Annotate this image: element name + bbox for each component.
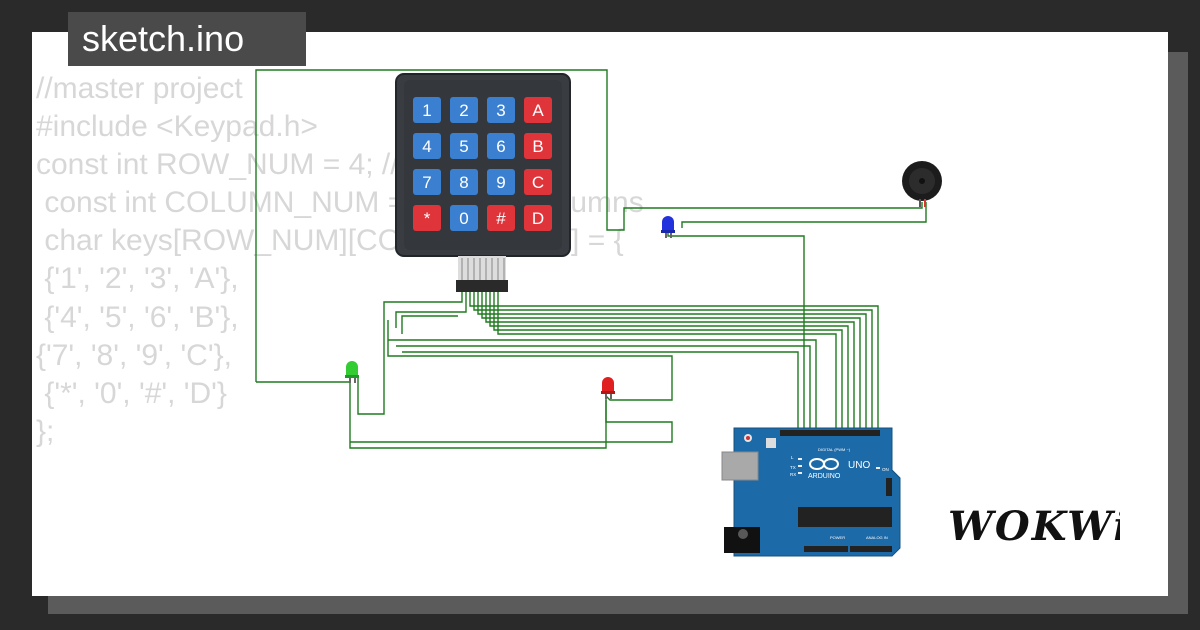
keypad-key-label: 0 xyxy=(459,209,468,228)
led-blue xyxy=(661,216,675,238)
keypad-key-#: # xyxy=(487,205,515,231)
rx-label: RX xyxy=(790,472,796,477)
on-led-label: ON xyxy=(882,467,889,472)
keypad-key-label: B xyxy=(532,137,543,156)
keypad-key-label: 4 xyxy=(422,137,431,156)
keypad-key-D: D xyxy=(524,205,552,231)
code-line: }; xyxy=(36,414,55,448)
analog-header-label: ANALOG IN xyxy=(866,535,888,540)
keypad-key-0: 0 xyxy=(450,205,478,231)
keypad-key-label: 6 xyxy=(496,137,505,156)
keypad-key-B: B xyxy=(524,133,552,159)
arduino-infinity-logo xyxy=(809,458,839,470)
keypad-key-label: A xyxy=(532,101,544,120)
keypad-key-8: 8 xyxy=(450,169,478,195)
code-preview: //master project #include <Keypad.h> const… xyxy=(36,70,644,451)
led-red xyxy=(601,377,615,399)
keypad-key-C: C xyxy=(524,169,552,195)
arduino-model-text: UNO xyxy=(848,460,870,471)
keypad-key-9: 9 xyxy=(487,169,515,195)
digital-header-label: DIGITAL (PWM ~) xyxy=(818,447,851,452)
code-line: const int ROW_NUM = 4; //four rows xyxy=(36,148,522,182)
keypad-key-7: 7 xyxy=(413,169,441,195)
keypad-key-label: 2 xyxy=(459,101,468,120)
keypad-key-label: 7 xyxy=(422,173,431,192)
l-led-label: L xyxy=(791,455,794,460)
wokwi-logo: WOKWi xyxy=(948,503,1120,550)
keypad-connector xyxy=(456,256,508,292)
code-line: {'*', '0', '#', 'D'} xyxy=(36,376,227,410)
tx-label: TX xyxy=(790,465,796,470)
code-line: //master project xyxy=(36,72,243,105)
keypad-key-A: A xyxy=(524,97,552,123)
keypad-key-label: D xyxy=(532,209,544,228)
wires xyxy=(255,69,927,449)
code-line: #include <Keypad.h> xyxy=(36,110,318,144)
keypad-key-label: 8 xyxy=(459,173,468,192)
code-line: {'4', '5', '6', 'B'}, xyxy=(36,300,239,334)
keypad-4x4: 1 2 3 A 4 5 6 B 7 8 9 C * 0 # D xyxy=(395,73,571,292)
buzzer xyxy=(902,161,942,207)
code-line: {'7', '8', '9', 'C'}, xyxy=(36,338,232,372)
keypad-key-2: 2 xyxy=(450,97,478,123)
keypad-key-label: 5 xyxy=(459,137,468,156)
keypad-key-6: 6 xyxy=(487,133,515,159)
keypad-key-1: 1 xyxy=(413,97,441,123)
sketch-tab-title: sketch.ino xyxy=(68,12,306,66)
arduino-uno-board: ARDUINO UNO DIGITAL (PWM ~) POWER ANALOG… xyxy=(721,427,901,557)
code-line: {'1', '2', '3', 'A'}, xyxy=(36,262,239,296)
keypad-key-*: * xyxy=(413,205,441,231)
keypad-key-5: 5 xyxy=(450,133,478,159)
keypad-keys: 1 2 3 A 4 5 6 B 7 8 9 C * 0 # D xyxy=(413,97,552,231)
keypad-key-label: * xyxy=(424,209,431,228)
keypad-key-3: 3 xyxy=(487,97,515,123)
led-green xyxy=(345,361,359,383)
power-header-label: POWER xyxy=(830,535,845,540)
keypad-key-4: 4 xyxy=(413,133,441,159)
arduino-brand-text: ARDUINO xyxy=(808,473,841,480)
wokwi-logo-text: WOKWi xyxy=(948,503,1120,550)
keypad-key-label: 1 xyxy=(422,101,431,120)
keypad-key-label: 9 xyxy=(496,173,505,192)
keypad-key-label: 3 xyxy=(496,101,505,120)
keypad-key-label: C xyxy=(532,173,544,192)
keypad-key-label: # xyxy=(496,209,506,228)
